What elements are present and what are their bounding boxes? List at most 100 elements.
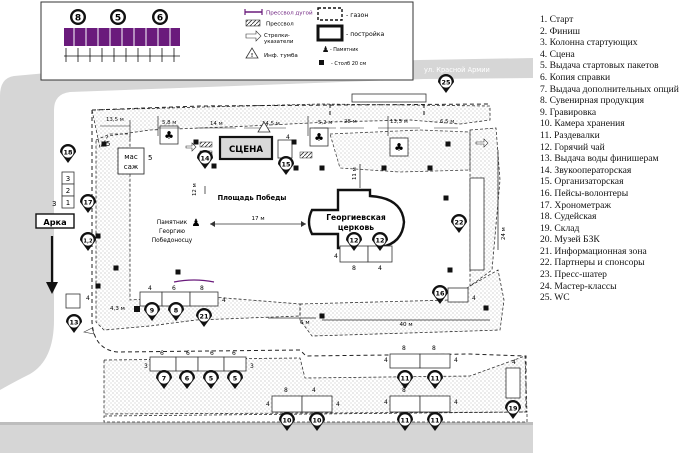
svg-text:3: 3 [52,200,56,208]
legend-item: 1. Старт [540,14,574,25]
legend-item: 4. Сцена [540,48,575,60]
svg-text:3: 3 [250,363,254,370]
stage: СЦЕНА 4 [199,134,293,161]
key-postroyka: - постройка [346,30,385,38]
svg-text:4,3 м: 4,3 м [110,306,125,312]
svg-text:2: 2 [66,187,70,195]
pin-19: 19 [505,400,521,419]
key-pressvol: Прессвол [266,22,294,28]
massage-label-2: саж [124,163,139,171]
svg-text:17: 17 [84,199,93,207]
svg-text:6: 6 [160,350,164,357]
svg-text:4: 4 [454,399,458,406]
svg-text:11: 11 [431,375,440,383]
legend-item: 15. Организаторская [540,176,624,188]
svg-text:8: 8 [284,387,288,394]
key-strelki: Стрелки- [264,33,290,39]
svg-text:♣: ♣ [394,141,404,154]
svg-text:4: 4 [222,297,226,304]
legend-item: 8. Сувенирная продукция [540,95,645,107]
svg-text:9: 9 [150,307,155,315]
massage-tent: мас саж 5 5 [106,140,152,175]
pin-15: 15 [278,156,294,175]
pin-5a: 5 [203,370,219,389]
svg-text:3: 3 [66,175,70,183]
svg-text:12: 12 [350,237,359,245]
pin-22: 22 [451,214,467,233]
key-strelki-2: указатели [264,39,294,45]
svg-text:12: 12 [376,237,385,245]
legend-item: 10. Камера хранения [540,118,625,130]
tents-9-8-21 [139,291,219,307]
svg-text:8: 8 [200,285,204,292]
stage-label: СЦЕНА [229,145,263,155]
svg-text:8: 8 [402,345,406,352]
key-pressvol-duga: Прессвол дугой [266,10,313,17]
legend-item: 6. Копия справки [540,71,611,83]
svg-text:11: 11 [401,417,410,425]
svg-text:13,5 м: 13,5 м [106,117,124,123]
key-badge-6: 6 [157,14,163,24]
svg-text:14: 14 [201,155,210,163]
legend-item: 23. Пресс-шатер [540,269,607,281]
key-badge-8: 8 [75,14,81,24]
svg-text:19: 19 [509,405,518,413]
svg-text:Победоносцу: Победоносцу [152,238,193,244]
route-outline [91,103,527,412]
svg-text:6: 6 [172,285,176,292]
svg-text:8: 8 [174,307,179,315]
svg-text:4: 4 [148,285,152,292]
svg-text:6: 6 [210,350,214,357]
pin-11b: 11 [427,370,443,389]
key-badge-5: 5 [115,14,121,24]
legend-item: 20. Музей БЗК [540,234,600,246]
svg-text:6,5 м: 6,5 м [440,119,454,125]
massage-label-1: мас [124,153,138,161]
svg-text:4: 4 [472,295,476,302]
pin-16: 16 [432,285,448,304]
svg-text:40 м: 40 м [399,322,412,328]
svg-text:21: 21 [200,313,209,321]
svg-text:Памятник: Памятник [157,220,188,226]
svg-text:13,5 м: 13,5 м [390,119,408,125]
church-label-1: Георгиевская [326,213,386,222]
tent-tree-2: ♣ [309,127,329,147]
svg-text:8: 8 [432,345,436,352]
tent-tree-1: ♣ [159,125,179,145]
pin-10b: 10 [309,412,325,431]
legend-item: 21. Информационная зона [540,245,647,257]
svg-text:1: 1 [66,199,70,207]
svg-text:4: 4 [378,265,382,272]
pin-14: 14 [197,150,213,169]
arch-label: Арка [43,217,66,227]
svg-text:!: ! [251,53,253,59]
pin-21: 21 [196,308,212,327]
svg-text:5: 5 [209,375,213,383]
pin-18: 18 [60,144,76,163]
legend-item: 16. Пейсы-волонтеры [540,187,629,199]
svg-text:14,5 м: 14,5 м [262,121,280,127]
legend-item: 19. Склад [540,222,580,234]
svg-text:10: 10 [283,417,292,425]
pin-13: 13 [66,314,82,333]
pin-7: 7 [156,370,172,389]
svg-text:4: 4 [312,387,316,394]
pin-17: 17 [80,194,96,213]
pin-12b: 12 [372,232,388,251]
legend-item: 17. Хронометраж [540,199,611,211]
pin-8: 8 [168,302,184,321]
svg-text:6: 6 [232,350,236,357]
svg-text:6 м: 6 м [300,320,310,326]
svg-text:10: 10 [313,417,322,425]
legend-item: 22. Партнеры и спонсоры [540,257,645,269]
key-pamyatnik: - Памятник [330,47,358,53]
street-krasnaya-armiya: ул. Красной Армии [424,66,490,74]
pin-12a: 12 [346,232,362,251]
pin-10a: 10 [279,412,295,431]
key-stolb: - Столб 20 см [331,61,366,67]
tents-7-6-5-5 [149,356,247,372]
pin-11a: 11 [397,370,413,389]
key-inf-tumba: Инф. тумба [264,53,298,59]
